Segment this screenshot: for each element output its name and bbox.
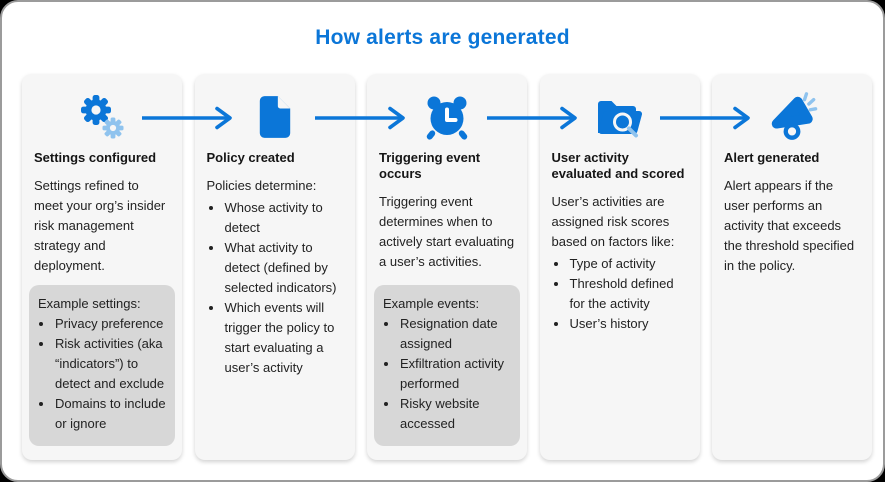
example-label: Example events: [383, 296, 480, 311]
right-arrow-icon [487, 106, 577, 130]
card-intro: Alert appears if the user performs an ac… [724, 178, 855, 273]
list-item: User’s history [569, 314, 688, 334]
card-user-activity-scored: User activity evaluated and scored User’… [539, 74, 700, 460]
right-arrow-icon [315, 106, 405, 130]
card-intro: Settings refined to meet your org’s insi… [34, 178, 166, 273]
right-arrow-icon [660, 106, 750, 130]
gears-icon [34, 88, 170, 146]
card-intro: Triggering event determines when to acti… [379, 194, 515, 269]
example-settings-box: Example settings: Privacy preference Ris… [29, 285, 175, 446]
list-item: Resignation date assigned [399, 314, 513, 354]
list-item: Type of activity [569, 254, 688, 274]
card-policy-created: Policy created Policies determine: Whose… [194, 74, 355, 460]
card-heading: Settings configured [34, 150, 157, 165]
example-list: Privacy preference Risk activities (aka … [38, 314, 168, 434]
card-heading: User activity evaluated and scored [551, 150, 685, 181]
card-intro: Policies determine: [206, 178, 317, 193]
list-item: Privacy preference [54, 314, 168, 334]
list-item: Exfiltration activity performed [399, 354, 513, 394]
card-triggering-event: Triggering event occurs Triggering event… [367, 74, 527, 460]
list-item: Threshold defined for the activity [569, 274, 688, 314]
example-list: Resignation date assigned Exfiltration a… [383, 314, 513, 434]
document-icon [207, 88, 343, 146]
list-item: Risky website accessed [399, 394, 513, 434]
list-item: Risk activities (aka “indicators”) to de… [54, 334, 168, 394]
folder-search-icon [552, 88, 688, 146]
example-events-box: Example events: Resignation date assigne… [374, 285, 520, 446]
card-bullet-list: Type of activity Threshold defined for t… [552, 254, 688, 334]
megaphone-icon [724, 88, 860, 146]
card-settings-configured: Settings configured Settings refined to … [22, 74, 182, 460]
card-intro: User’s activities are assigned risk scor… [551, 194, 675, 249]
list-item: Whose activity to detect [224, 198, 343, 238]
card-alert-generated: Alert generated Alert appears if the use… [712, 74, 872, 460]
steps-row: Settings configured Settings refined to … [22, 74, 872, 460]
card-heading: Triggering event occurs [379, 150, 481, 181]
right-arrow-icon [142, 106, 232, 130]
card-heading: Policy created [206, 150, 295, 165]
list-item: Which events will trigger the policy to … [224, 298, 343, 378]
card-heading: Alert generated [724, 150, 820, 165]
list-item: Domains to include or ignore [54, 394, 168, 434]
example-label: Example settings: [38, 296, 141, 311]
diagram-title: How alerts are generated [315, 26, 570, 49]
alarm-clock-icon [379, 88, 515, 146]
list-item: What activity to detect (defined by sele… [224, 238, 343, 298]
card-bullet-list: Whose activity to detect What activity t… [207, 198, 343, 378]
